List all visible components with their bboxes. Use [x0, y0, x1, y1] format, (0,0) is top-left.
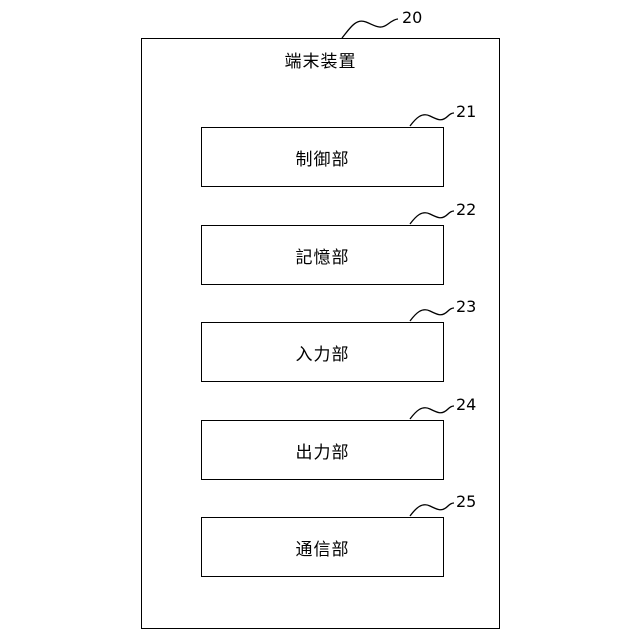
storage-unit-box: 記憶部: [201, 225, 444, 285]
communication-unit-label: 通信部: [296, 535, 350, 560]
storage-unit-ref: 22: [456, 201, 476, 219]
control-unit-box: 制御部: [201, 127, 444, 187]
control-unit-ref: 21: [456, 103, 476, 121]
control-unit-label: 制御部: [296, 145, 350, 170]
terminal-device-ref: 20: [402, 9, 422, 27]
input-unit-label: 入力部: [296, 340, 350, 365]
communication-unit-box: 通信部: [201, 517, 444, 577]
input-unit-ref: 23: [456, 298, 476, 316]
input-unit-box: 入力部: [201, 322, 444, 382]
output-unit-box: 出力部: [201, 420, 444, 480]
output-unit-label: 出力部: [296, 438, 350, 463]
output-unit-ref: 24: [456, 396, 476, 414]
terminal-device-label: 端末装置: [141, 51, 500, 73]
leader-line-device: [342, 19, 398, 38]
communication-unit-ref: 25: [456, 493, 476, 511]
storage-unit-label: 記憶部: [296, 243, 350, 268]
